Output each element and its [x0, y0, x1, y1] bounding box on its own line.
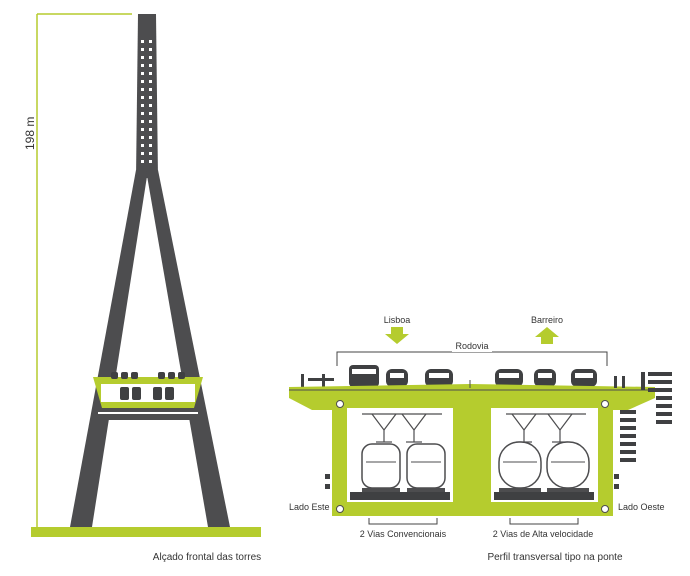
left-railing	[301, 374, 334, 388]
height-dimension: 198 m	[23, 13, 132, 528]
train-car-icon	[546, 441, 590, 489]
tower-caption: Alçado frontal das torres	[153, 552, 261, 563]
side-label-west: Lado Oeste	[618, 502, 665, 512]
track-bed-right	[494, 492, 594, 500]
roadway-bracket	[336, 351, 608, 366]
tower-leg-right	[146, 170, 230, 527]
train-car-icon	[361, 443, 401, 489]
tracks-label-conventional: 2 Vias Convencionais	[360, 529, 447, 539]
arrow-up-icon	[535, 327, 559, 344]
track-group-brackets	[368, 518, 579, 525]
arrow-down-icon	[385, 327, 409, 344]
train-car-icon	[498, 441, 542, 489]
direction-label-lisboa: Lisboa	[384, 315, 411, 325]
mast-anchor-dots	[141, 40, 152, 163]
left-side-markers	[325, 474, 619, 489]
tower-ground-slab	[31, 527, 261, 537]
tracks-label-high-speed: 2 Vias de Alta velocidade	[493, 529, 593, 539]
catenary-left	[362, 413, 442, 443]
conventional-trains	[361, 443, 446, 492]
high-speed-trains	[498, 441, 590, 492]
right-service-structure	[614, 372, 672, 462]
cross-section: Lisboa Barreiro Rodovia	[289, 315, 672, 563]
truck-icon	[349, 365, 379, 387]
side-label-east: Lado Este	[289, 502, 330, 512]
bolt-marks	[336, 400, 609, 513]
roadway-label: Rodovia	[455, 341, 488, 351]
tower-elevation: 198 m	[23, 13, 261, 563]
roadway-vehicles	[349, 365, 597, 387]
tower-deck-vehicles	[111, 372, 185, 400]
track-bed-left	[350, 492, 450, 500]
section-caption: Perfil transversal tipo na ponte	[487, 552, 623, 563]
tower-leg-left	[70, 170, 148, 527]
tower-mast	[136, 14, 158, 178]
direction-label-barreiro: Barreiro	[531, 315, 563, 325]
height-label: 198 m	[23, 117, 37, 150]
train-car-icon	[406, 443, 446, 489]
